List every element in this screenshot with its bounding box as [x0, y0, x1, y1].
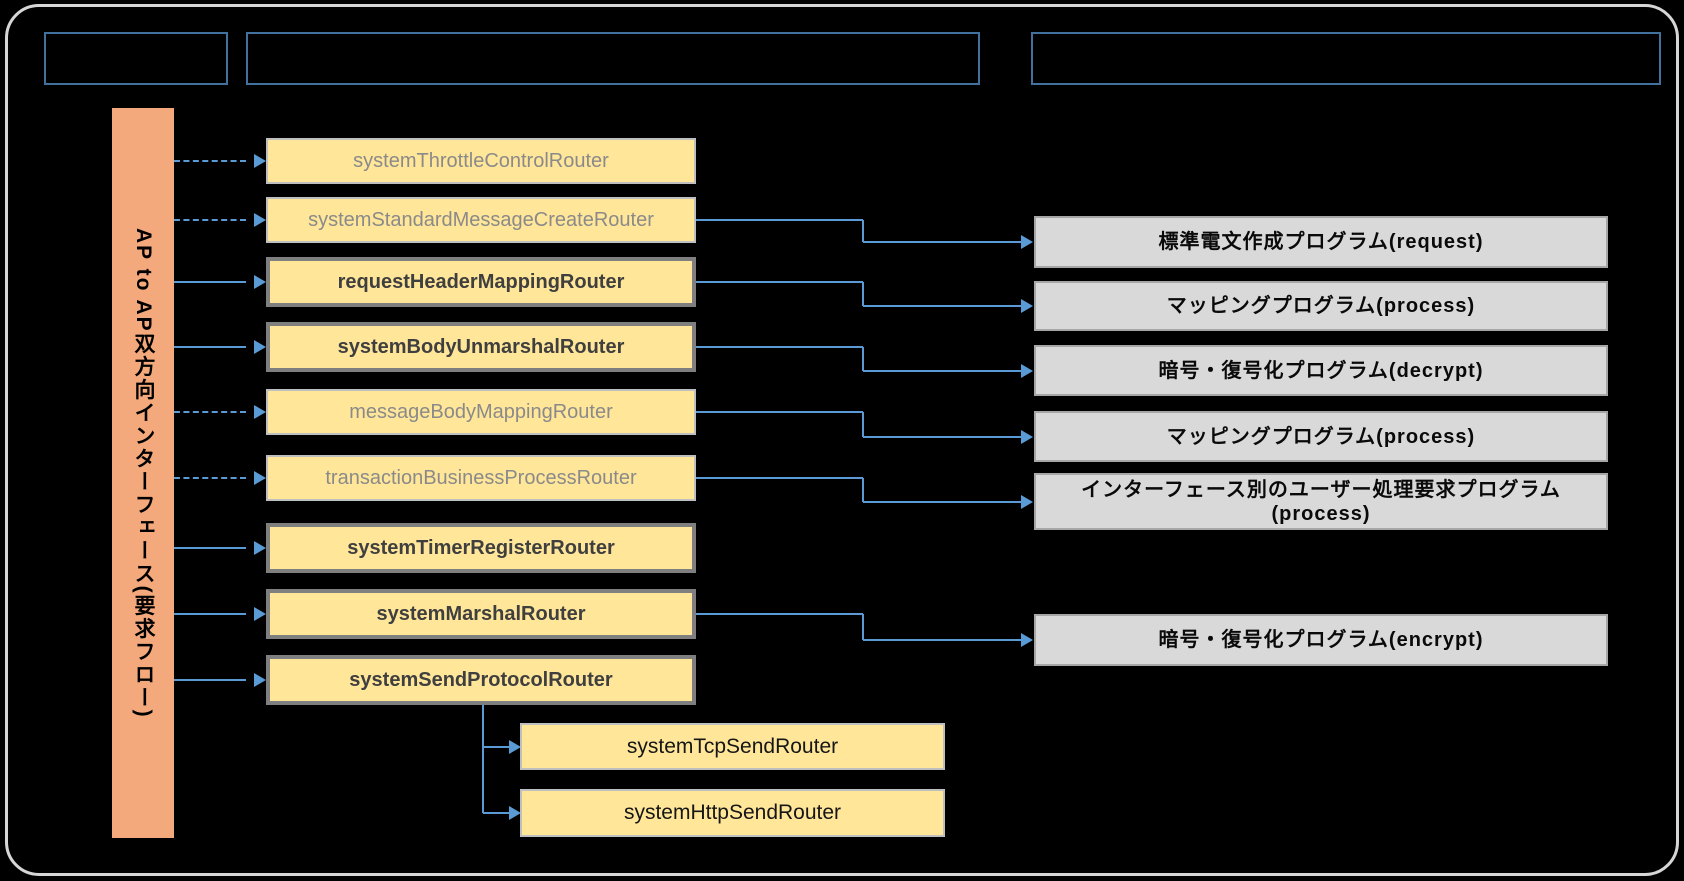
program-box-p4: マッピングプログラム(process): [1034, 411, 1608, 462]
arrowhead-icon: [1021, 363, 1033, 378]
arrowhead-icon: [1021, 299, 1033, 313]
connector-line: [862, 282, 864, 306]
header-box-right: [1031, 32, 1661, 85]
flow-direction-label: AP to AP双方向インターフェース(要求フロー): [132, 227, 155, 719]
flow-arrow-line: [174, 160, 246, 162]
router-label: systemThrottleControlRouter: [353, 149, 609, 172]
connector-line: [696, 411, 863, 413]
connector-line: [863, 305, 1021, 307]
connector-line: [862, 478, 864, 502]
router-label: systemSendProtocolRouter: [349, 668, 613, 691]
program-label: マッピングプログラム(process): [1167, 425, 1475, 449]
connector-line: [863, 241, 1021, 243]
flow-arrow-line: [174, 219, 246, 221]
flow-arrow-line: [174, 281, 246, 283]
arrowhead-icon: [254, 154, 266, 168]
program-label: 標準電文作成プログラム(request): [1159, 230, 1484, 254]
router-box-requestHeaderMappingRouter: requestHeaderMappingRouter: [266, 257, 696, 307]
router-label: systemMarshalRouter: [376, 602, 586, 625]
program-label-line: マッピングプログラム(process): [1166, 295, 1476, 317]
program-label: 暗号・復号化プログラム(decrypt): [1159, 359, 1484, 383]
branch-line: [482, 705, 484, 813]
connector-line: [862, 412, 864, 437]
program-box-p6: 暗号・復号化プログラム(encrypt): [1034, 614, 1608, 666]
connector-line: [696, 477, 863, 479]
router-box-messageBodyMappingRouter: messageBodyMappingRouter: [266, 389, 696, 435]
connector-line: [863, 639, 1021, 641]
router-label: systemTcpSendRouter: [626, 734, 839, 758]
program-label: インターフェース別のユーザー処理要求プログラム(process): [1081, 478, 1561, 526]
arrowhead-icon: [254, 275, 266, 289]
arrowhead-icon: [254, 213, 266, 227]
program-label-line: 標準電文作成プログラム(request): [1158, 231, 1484, 253]
connector-line: [862, 220, 864, 242]
diagram-stage: AP to AP双方向インターフェース(要求フロー) 標準電文作成プログラム(r…: [8, 7, 1676, 873]
connector-line: [696, 613, 863, 615]
flow-arrow-line: [174, 477, 246, 479]
arrowhead-icon: [509, 806, 521, 820]
arrowhead-icon: [509, 739, 521, 754]
router-box-systemHttpSendRouter: systemHttpSendRouter: [520, 789, 945, 837]
arrowhead-icon: [254, 405, 266, 419]
connector-line: [696, 219, 863, 221]
branch-arrow-line: [483, 812, 509, 814]
connector-line: [863, 435, 1021, 438]
router-label: transactionBusinessProcessRouter: [325, 466, 637, 489]
arrowhead-icon: [1021, 235, 1033, 249]
flow-arrow-line: [174, 346, 246, 348]
router-box-systemSendProtocolRouter: systemSendProtocolRouter: [266, 655, 696, 705]
program-box-p3: 暗号・復号化プログラム(decrypt): [1034, 345, 1608, 396]
router-label: systemStandardMessageCreateRouter: [308, 208, 654, 231]
router-box-systemTcpSendRouter: systemTcpSendRouter: [520, 723, 945, 770]
router-box-systemStandardMessageCreateRouter: systemStandardMessageCreateRouter: [266, 197, 696, 243]
router-label: systemHttpSendRouter: [623, 801, 842, 824]
program-label-line: 暗号・復号化プログラム(decrypt): [1158, 359, 1484, 382]
router-box-systemTimerRegisterRouter: systemTimerRegisterRouter: [266, 523, 696, 573]
router-box-transactionBusinessProcessRouter: transactionBusinessProcessRouter: [266, 455, 696, 501]
router-box-systemBodyUnmarshalRouter: systemBodyUnmarshalRouter: [266, 322, 696, 372]
program-label-line: マッピングプログラム(process): [1166, 425, 1476, 448]
arrowhead-icon: [1021, 429, 1033, 444]
connector-line: [696, 346, 863, 348]
branch-arrow-line: [483, 745, 509, 748]
arrowhead-icon: [1021, 494, 1033, 509]
router-box-systemMarshalRouter: systemMarshalRouter: [266, 589, 696, 639]
arrowhead-icon: [254, 673, 266, 687]
router-label: systemTimerRegisterRouter: [347, 536, 615, 559]
program-label-line: インターフェース別のユーザー処理要求プログラム: [1081, 478, 1561, 501]
router-box-systemThrottleControlRouter: systemThrottleControlRouter: [266, 138, 696, 184]
arrowhead-icon: [1021, 633, 1033, 647]
arrowhead-icon: [254, 471, 266, 485]
header-box-middle: [246, 32, 980, 85]
connector-line: [863, 500, 1021, 503]
router-label: systemBodyUnmarshalRouter: [337, 335, 625, 358]
connector-line: [862, 347, 864, 371]
diagram-frame: AP to AP双方向インターフェース(要求フロー) 標準電文作成プログラム(r…: [5, 4, 1679, 876]
program-box-p5: インターフェース別のユーザー処理要求プログラム(process): [1034, 473, 1608, 530]
program-label: 暗号・復号化プログラム(encrypt): [1159, 628, 1484, 652]
connector-line: [696, 281, 863, 283]
arrowhead-icon: [254, 607, 266, 621]
router-label: requestHeaderMappingRouter: [337, 270, 625, 293]
header-box-left: [44, 32, 228, 85]
program-box-p2: マッピングプログラム(process): [1034, 281, 1608, 331]
arrowhead-icon: [254, 340, 266, 354]
flow-arrow-line: [174, 411, 246, 413]
program-label-line: (process): [1271, 502, 1371, 525]
program-box-p1: 標準電文作成プログラム(request): [1034, 216, 1608, 268]
arrowhead-icon: [254, 541, 266, 555]
connector-line: [863, 369, 1021, 372]
flow-direction-bar: AP to AP双方向インターフェース(要求フロー): [112, 108, 174, 838]
router-label: messageBodyMappingRouter: [349, 400, 613, 423]
program-label: マッピングプログラム(process): [1167, 294, 1475, 318]
program-label-line: 暗号・復号化プログラム(encrypt): [1158, 629, 1484, 651]
flow-arrow-line: [174, 679, 246, 681]
flow-arrow-line: [174, 547, 246, 549]
flow-arrow-line: [174, 613, 246, 615]
connector-line: [862, 614, 864, 640]
